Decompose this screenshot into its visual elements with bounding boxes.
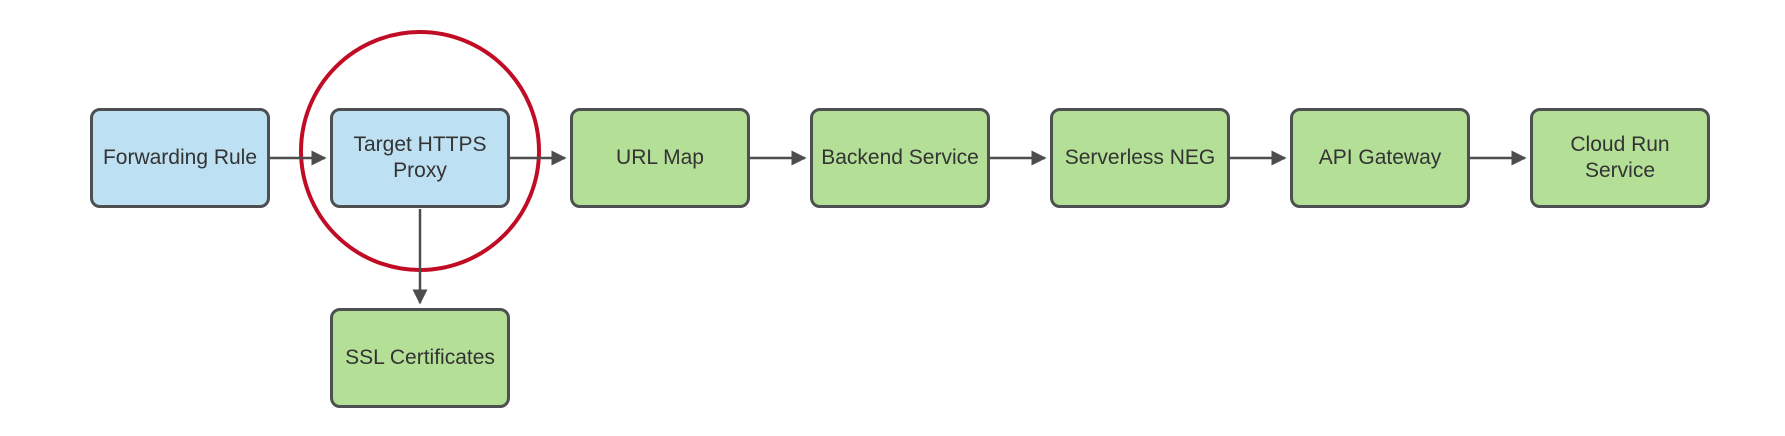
node-api-gateway: API Gateway — [1290, 108, 1470, 208]
node-cloud-run-service-label: Cloud Run Service — [1570, 132, 1670, 182]
node-forwarding-rule-label: Forwarding Rule — [102, 145, 258, 169]
node-serverless-neg: Serverless NEG — [1050, 108, 1230, 208]
node-cloud-run-service: Cloud Run Service — [1530, 108, 1710, 208]
node-ssl-certificates-label: SSL Certificates — [345, 345, 495, 369]
node-ssl-certificates: SSL Certificates — [330, 308, 510, 408]
node-backend-service-label: Backend Service — [821, 145, 979, 169]
node-backend-service: Backend Service — [810, 108, 990, 208]
node-serverless-neg-label: Serverless NEG — [1064, 145, 1216, 169]
node-target-https-proxy-label: Target HTTPS Proxy — [353, 132, 487, 182]
node-url-map: URL Map — [570, 108, 750, 208]
node-api-gateway-label: API Gateway — [1318, 145, 1442, 169]
node-forwarding-rule: Forwarding Rule — [90, 108, 270, 208]
node-url-map-label: URL Map — [616, 145, 704, 169]
node-target-https-proxy: Target HTTPS Proxy — [330, 108, 510, 208]
